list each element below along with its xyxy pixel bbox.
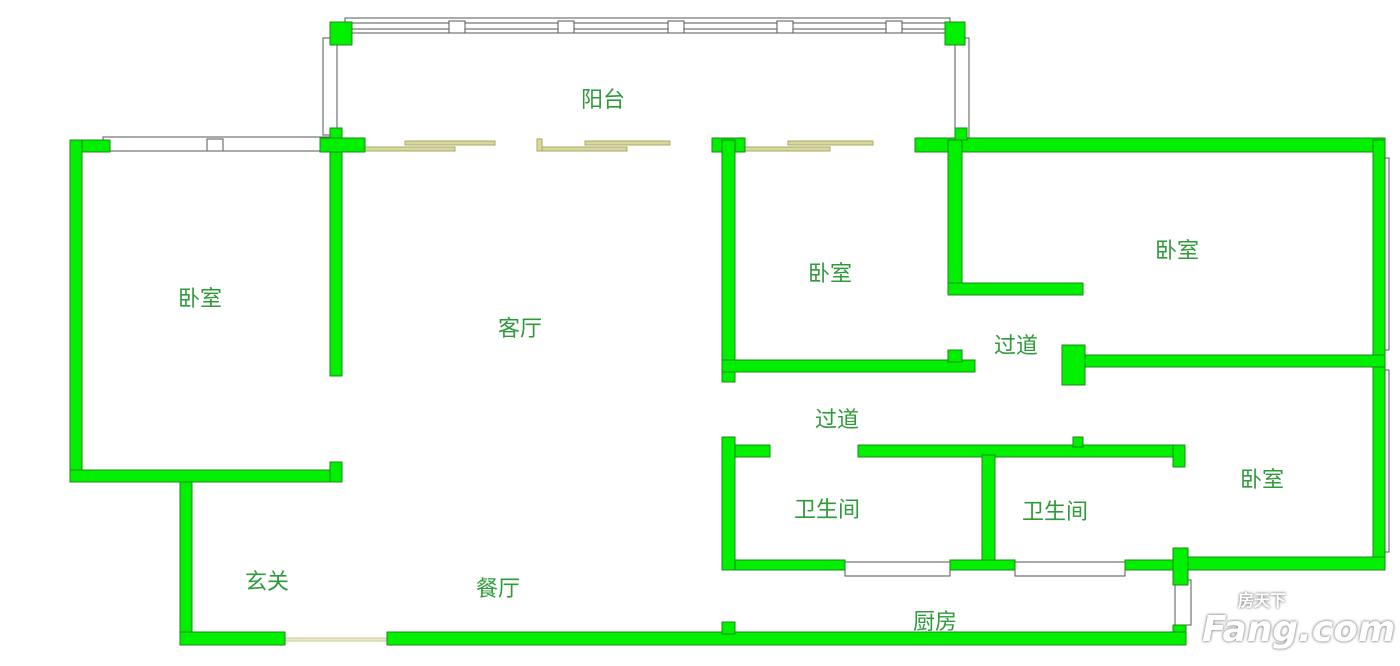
watermark-cn: 房天下 bbox=[1238, 591, 1287, 610]
room-label-balcony: 阳台 bbox=[580, 88, 626, 113]
room-label-bedroom-upper-right: 卧室 bbox=[1154, 239, 1200, 264]
room-label-bedroom-middle: 卧室 bbox=[807, 262, 853, 287]
room-label-bedroom-lower-right: 卧室 bbox=[1239, 468, 1285, 493]
room-label-corridor-right: 过道 bbox=[993, 334, 1039, 359]
sliding-doors bbox=[364, 138, 874, 152]
room-label-living-room: 客厅 bbox=[497, 317, 543, 342]
room-label-corridor-center: 过道 bbox=[814, 408, 860, 433]
room-label-dining-room: 餐厅 bbox=[475, 577, 521, 602]
room-label-bathroom-1: 卫生间 bbox=[793, 498, 861, 523]
room-label-kitchen: 厨房 bbox=[912, 610, 958, 635]
room-label-entrance: 玄关 bbox=[244, 570, 290, 595]
room-label-bathroom-2: 卫生间 bbox=[1021, 500, 1089, 525]
watermark-en: Fang.com bbox=[1202, 609, 1396, 650]
windows bbox=[102, 17, 1390, 642]
fang-logo-watermark: 房天下 Fang.com bbox=[1202, 591, 1396, 650]
walls bbox=[69, 21, 1386, 646]
room-label-bedroom-left: 卧室 bbox=[177, 287, 223, 312]
